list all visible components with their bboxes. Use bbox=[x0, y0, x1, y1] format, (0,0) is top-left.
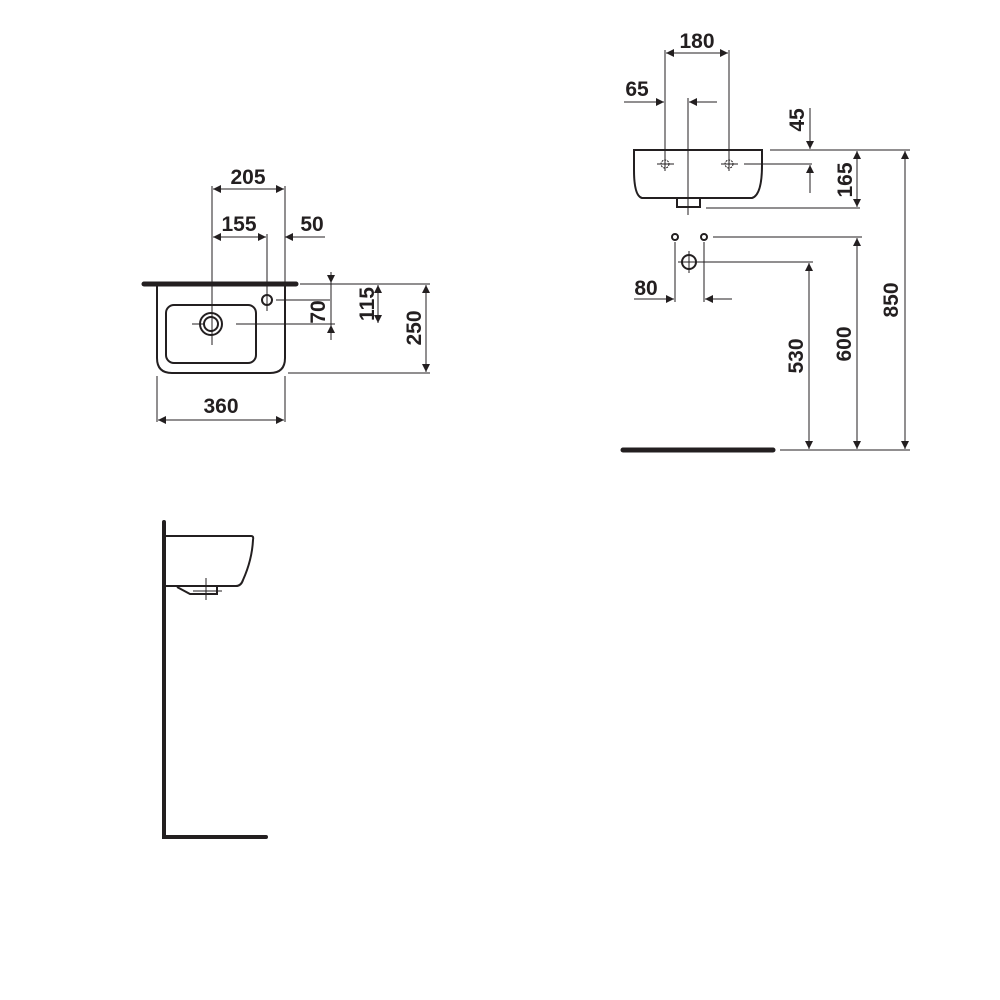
supply-left-icon bbox=[671, 233, 679, 241]
bowl-outline bbox=[165, 304, 257, 364]
basin-front-outline bbox=[633, 149, 763, 199]
side-view bbox=[162, 520, 268, 839]
basin-side-outline bbox=[166, 535, 255, 587]
dim-180: 180 bbox=[679, 30, 714, 53]
tap-hole-left-icon bbox=[657, 157, 674, 171]
dim-205: 205 bbox=[230, 166, 265, 189]
dim-165: 165 bbox=[834, 162, 857, 197]
dim-115: 115 bbox=[356, 287, 379, 321]
basin-outline bbox=[156, 284, 286, 374]
dim-65: 65 bbox=[625, 78, 649, 101]
drain-outlet-icon bbox=[678, 251, 700, 273]
wall-floor-line bbox=[162, 520, 268, 839]
dim-850: 850 bbox=[880, 282, 903, 317]
dim-530: 530 bbox=[785, 338, 808, 373]
top-view: 205 155 50 70 115 250 360 bbox=[141, 166, 430, 424]
supply-right-icon bbox=[700, 233, 708, 241]
dim-250: 250 bbox=[403, 310, 426, 345]
dim-360: 360 bbox=[203, 395, 238, 418]
drain-inner-icon bbox=[203, 316, 219, 332]
front-view: 180 65 45 165 80 bbox=[620, 30, 910, 453]
dim-45: 45 bbox=[786, 108, 809, 132]
dim-80: 80 bbox=[634, 277, 657, 300]
side-drain-stub bbox=[176, 586, 218, 595]
dim-70: 70 bbox=[307, 300, 330, 323]
dim-600: 600 bbox=[833, 326, 856, 361]
dim-155: 155 bbox=[221, 213, 256, 236]
dim-50: 50 bbox=[300, 213, 323, 236]
tap-hole-right-icon bbox=[721, 157, 738, 171]
